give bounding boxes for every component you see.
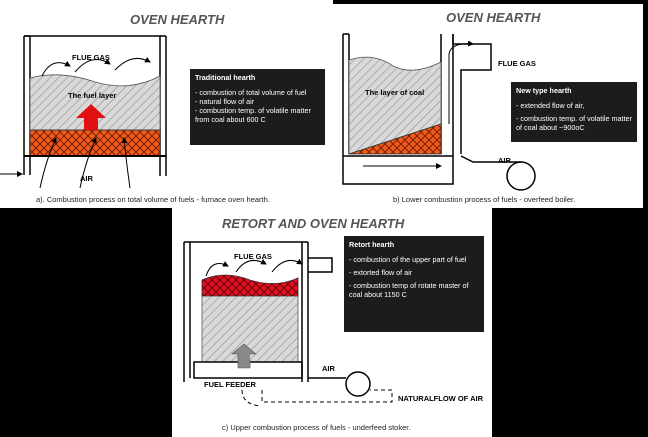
caption-c: c) Upper combustion process of fuels - u… — [222, 423, 411, 432]
flue-gas-label: FLUE GAS — [72, 53, 110, 62]
air-blower-icon — [506, 161, 536, 191]
fuel-feeder-label: FUEL FEEDER — [204, 380, 256, 389]
panel-new-type-hearth: OVEN HEARTH FLUE GAS The layer of coal A… — [333, 4, 643, 208]
panel-traditional-hearth: OVEN HEARTH FLUE GAS The fuel layer AIR … — [0, 0, 333, 208]
burning-zone — [348, 123, 442, 155]
burning-zone — [201, 274, 299, 297]
new-type-hearth-box: New type hearth - extended flow of air, … — [511, 82, 637, 142]
box-item: - combustion of the upper part of fuel — [349, 255, 467, 264]
caption-b: b) Lower combustion process of fuels - o… — [393, 195, 576, 204]
coal-layer-label: The layer of coal — [365, 88, 425, 97]
retort-hearth-box: Retort hearth - combustion of the upper … — [344, 236, 484, 332]
traditional-hearth-box: Traditional hearth - combustion of total… — [190, 69, 325, 145]
feeder-arrow — [231, 343, 257, 369]
panel-c-title: RETORT AND OVEN HEARTH — [222, 216, 405, 231]
natural-flow-label: NATURALFLOW OF AIR — [398, 394, 483, 403]
panel-a-title: OVEN HEARTH — [130, 12, 225, 27]
fuel-layer-label: The fuel layer — [68, 91, 117, 100]
panel-b-title: OVEN HEARTH — [446, 10, 541, 25]
oven-hearth-diagram-a — [0, 35, 167, 189]
air-label: AIR — [498, 156, 511, 165]
box-title: New type hearth — [516, 86, 572, 95]
coal-layer — [348, 56, 442, 155]
box-item: - combustion temp of rotate master of co… — [349, 281, 469, 299]
box-item: - natural flow of air — [195, 97, 255, 106]
burning-zone — [29, 129, 161, 157]
box-item: - combustion temp. of volatile matter of… — [516, 114, 632, 132]
oven-hearth-diagram-b — [342, 33, 536, 191]
air-label: AIR — [80, 174, 93, 183]
retort-hearth-diagram — [183, 241, 393, 407]
box-item: - extorted flow of air — [349, 268, 413, 277]
heat-arrow — [76, 104, 106, 130]
box-item: - combustion temp. of volatile matter fr… — [195, 106, 311, 124]
caption-a: a). Combustion process on total volume o… — [36, 195, 270, 204]
flue-gas-label: FLUE GAS — [234, 252, 272, 261]
box-item: - combustion of total volume of fuel — [195, 88, 307, 97]
box-title: Traditional hearth — [195, 73, 256, 82]
air-label: AIR — [322, 364, 335, 373]
flue-gas-label: FLUE GAS — [498, 59, 536, 68]
box-item: - extended flow of air, — [516, 101, 585, 110]
fuel-layer — [29, 74, 161, 131]
panel-retort-hearth: RETORT AND OVEN HEARTH FLUE GAS AIR FUEL… — [172, 208, 492, 437]
box-title: Retort hearth — [349, 240, 395, 249]
air-blower-icon — [345, 371, 371, 397]
